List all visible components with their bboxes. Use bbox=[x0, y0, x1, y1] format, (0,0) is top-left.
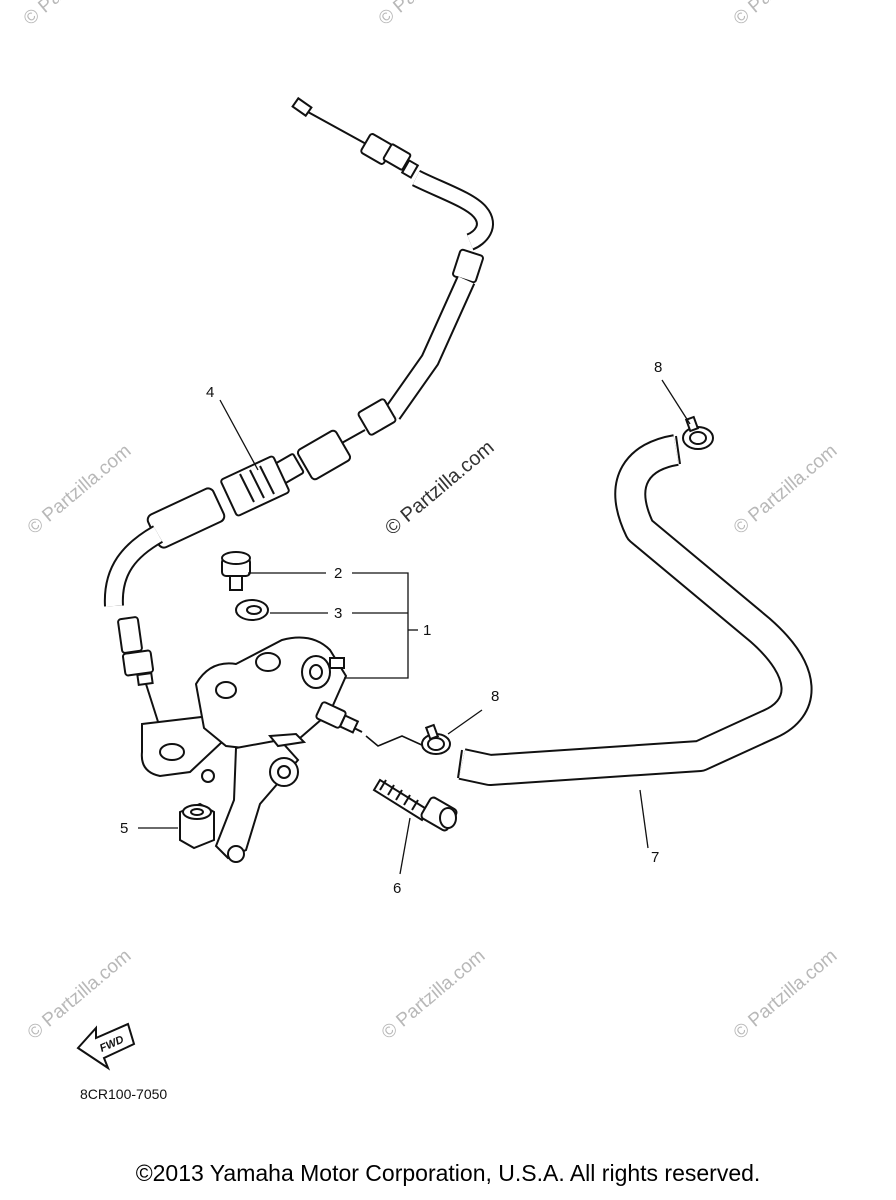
connection-line bbox=[365, 735, 425, 747]
hose-clip-upper bbox=[682, 415, 714, 450]
bolt bbox=[221, 551, 251, 591]
oil-hose bbox=[457, 434, 813, 786]
callout-2: 2 bbox=[334, 565, 342, 582]
watermark-mid-right: © Partzilla.com bbox=[730, 440, 842, 538]
oil-pump bbox=[140, 636, 363, 863]
throttle-cable bbox=[103, 96, 494, 739]
washer bbox=[235, 599, 269, 621]
diagram-code: 8CR100-7050 bbox=[80, 1086, 168, 1102]
watermarks: © Partzilla.com © Partzilla.com © Partzi… bbox=[20, 0, 842, 1044]
callout-3: 3 bbox=[334, 605, 342, 622]
fwd-arrow-icon: FWD bbox=[76, 1022, 136, 1071]
watermark-top-right: © Partzilla.com bbox=[730, 0, 842, 30]
callout-4: 4 bbox=[206, 384, 214, 401]
callout-8-lower: 8 bbox=[491, 688, 499, 705]
copyright-notice: ©2013 Yamaha Motor Corporation, U.S.A. A… bbox=[135, 1160, 761, 1186]
callout-6: 6 bbox=[393, 880, 401, 897]
callout-1: 1 bbox=[423, 622, 431, 639]
watermark-top-center: © Partzilla.com bbox=[375, 0, 487, 30]
nut bbox=[179, 802, 215, 850]
watermark-top-left: © Partzilla.com bbox=[20, 0, 132, 30]
watermark-mid-left: © Partzilla.com bbox=[24, 440, 136, 538]
watermark-center: © Partzilla.com bbox=[381, 436, 498, 539]
screw bbox=[372, 778, 458, 832]
callout-7: 7 bbox=[651, 849, 659, 866]
watermark-bottom-center: © Partzilla.com bbox=[378, 945, 490, 1043]
leader-lines bbox=[138, 379, 691, 875]
hose-clip-lower bbox=[421, 723, 451, 755]
callout-5: 5 bbox=[120, 820, 128, 837]
callout-8-upper: 8 bbox=[654, 359, 662, 376]
watermark-bottom-right: © Partzilla.com bbox=[730, 945, 842, 1043]
callouts: 1 2 3 4 5 6 7 8 8 bbox=[120, 359, 662, 897]
